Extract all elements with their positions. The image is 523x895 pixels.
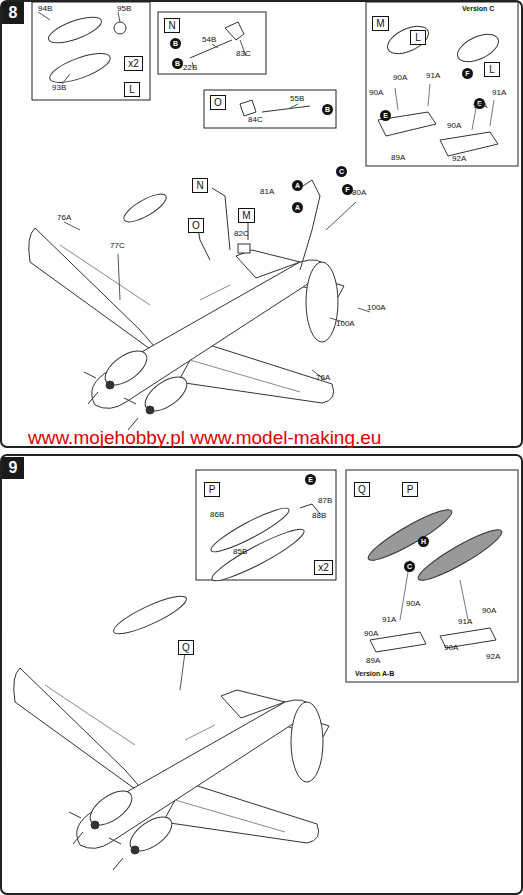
node-text: M (242, 211, 250, 221)
attach-point-marker: E (305, 474, 316, 485)
node-text: B (325, 106, 330, 113)
part-number: 86B (210, 511, 224, 519)
inset-tag: x2 (314, 560, 333, 575)
inset-tag: P (204, 482, 220, 497)
node-text: L (129, 85, 135, 95)
inset-tag: Q (354, 482, 370, 497)
version-note: Version A-B (355, 670, 394, 677)
node-text: L (415, 33, 421, 43)
part-number: 81A (260, 188, 274, 196)
part-number: 87B (318, 497, 332, 505)
node-text: C (407, 563, 412, 570)
part-number: 84C (248, 116, 263, 124)
watermark: www.mojehobby.pl www.model-making.eu (28, 428, 381, 447)
part-number: 76A (57, 214, 71, 222)
node-text: F (465, 70, 469, 77)
node-text: A (295, 204, 300, 211)
part-number: 80A (352, 189, 366, 197)
inset-tag: L (124, 82, 140, 97)
node-text: B (173, 40, 178, 47)
attach-point-marker: B (172, 58, 183, 69)
node-text: O (214, 98, 222, 108)
attach-point-marker: B (322, 104, 333, 115)
part-number: 85B (233, 548, 247, 556)
step-number: 9 (2, 457, 24, 479)
part-number: 91A (458, 618, 472, 626)
part-number: 88B (312, 512, 326, 520)
inset-tag: O (210, 95, 226, 110)
part-number: 90A (393, 74, 407, 82)
version-note: Version C (462, 5, 494, 12)
part-number: 90A (447, 122, 461, 130)
inset-tag: P (402, 482, 418, 497)
attach-point-marker: H (418, 536, 429, 547)
part-number: 90A (369, 89, 383, 97)
part-number: 100A (336, 320, 355, 328)
inset-tag: N (164, 18, 180, 33)
node-text: E (308, 476, 313, 483)
node-text: P (209, 485, 216, 495)
inset-tag: O (188, 218, 204, 233)
node-text: A (295, 182, 300, 189)
node-text: 9 (9, 460, 18, 476)
part-number: 93B (52, 84, 66, 92)
part-number: 77C (110, 242, 125, 250)
attach-point-marker: C (404, 561, 415, 572)
part-number: 92A (486, 653, 500, 661)
part-number: 91A (382, 616, 396, 624)
part-number: 92A (452, 155, 466, 163)
part-number: 83C (236, 50, 251, 58)
node-text: F (345, 186, 349, 193)
node-text: N (196, 181, 203, 191)
node-text: C (339, 168, 344, 175)
part-number: 95B (117, 5, 131, 13)
node-text: Q (358, 485, 366, 495)
part-number: 90A (364, 630, 378, 638)
node-text: N (168, 21, 175, 31)
part-number: 94B (38, 5, 52, 13)
part-number: 91A (492, 89, 506, 97)
attach-point-marker: A (292, 180, 303, 191)
part-number: 100A (367, 304, 386, 312)
node-text: x2 (318, 563, 329, 573)
node-text: 8 (9, 5, 18, 21)
part-number: 54B (202, 36, 216, 44)
node-text: Q (182, 643, 190, 653)
node-text: L (489, 65, 495, 75)
attach-point-marker: E (380, 110, 391, 121)
part-number: 90A (473, 102, 487, 110)
part-number: 22B (183, 64, 197, 72)
node-text: x2 (128, 59, 139, 69)
step-number: 8 (2, 2, 24, 24)
part-number: 91A (426, 72, 440, 80)
part-number: 90A (406, 600, 420, 608)
part-number: 89A (391, 154, 405, 162)
inset-tag: M (238, 208, 255, 223)
inset-tag: x2 (124, 56, 143, 71)
attach-point-marker: A (292, 202, 303, 213)
node-text: H (421, 538, 426, 545)
node-text: P (407, 485, 414, 495)
attach-point-marker: B (170, 38, 181, 49)
node-text: E (383, 112, 388, 119)
inset-tag: L (484, 62, 500, 77)
part-number: 90A (482, 607, 496, 615)
inset-tag: M (372, 16, 389, 31)
attach-point-marker: F (462, 68, 473, 79)
node-text: B (175, 60, 180, 67)
part-number: 55B (290, 95, 304, 103)
node-text: O (192, 221, 200, 231)
attach-point-marker: F (342, 184, 353, 195)
part-number: 90A (444, 644, 458, 652)
inset-tag: Q (178, 640, 194, 655)
part-number: 89A (366, 657, 380, 665)
part-number: 76A (316, 374, 330, 382)
node-text: M (376, 19, 384, 29)
inset-tag: N (192, 178, 208, 193)
inset-tag: L (410, 30, 426, 45)
attach-point-marker: C (336, 166, 347, 177)
part-number: 82C (234, 230, 249, 238)
